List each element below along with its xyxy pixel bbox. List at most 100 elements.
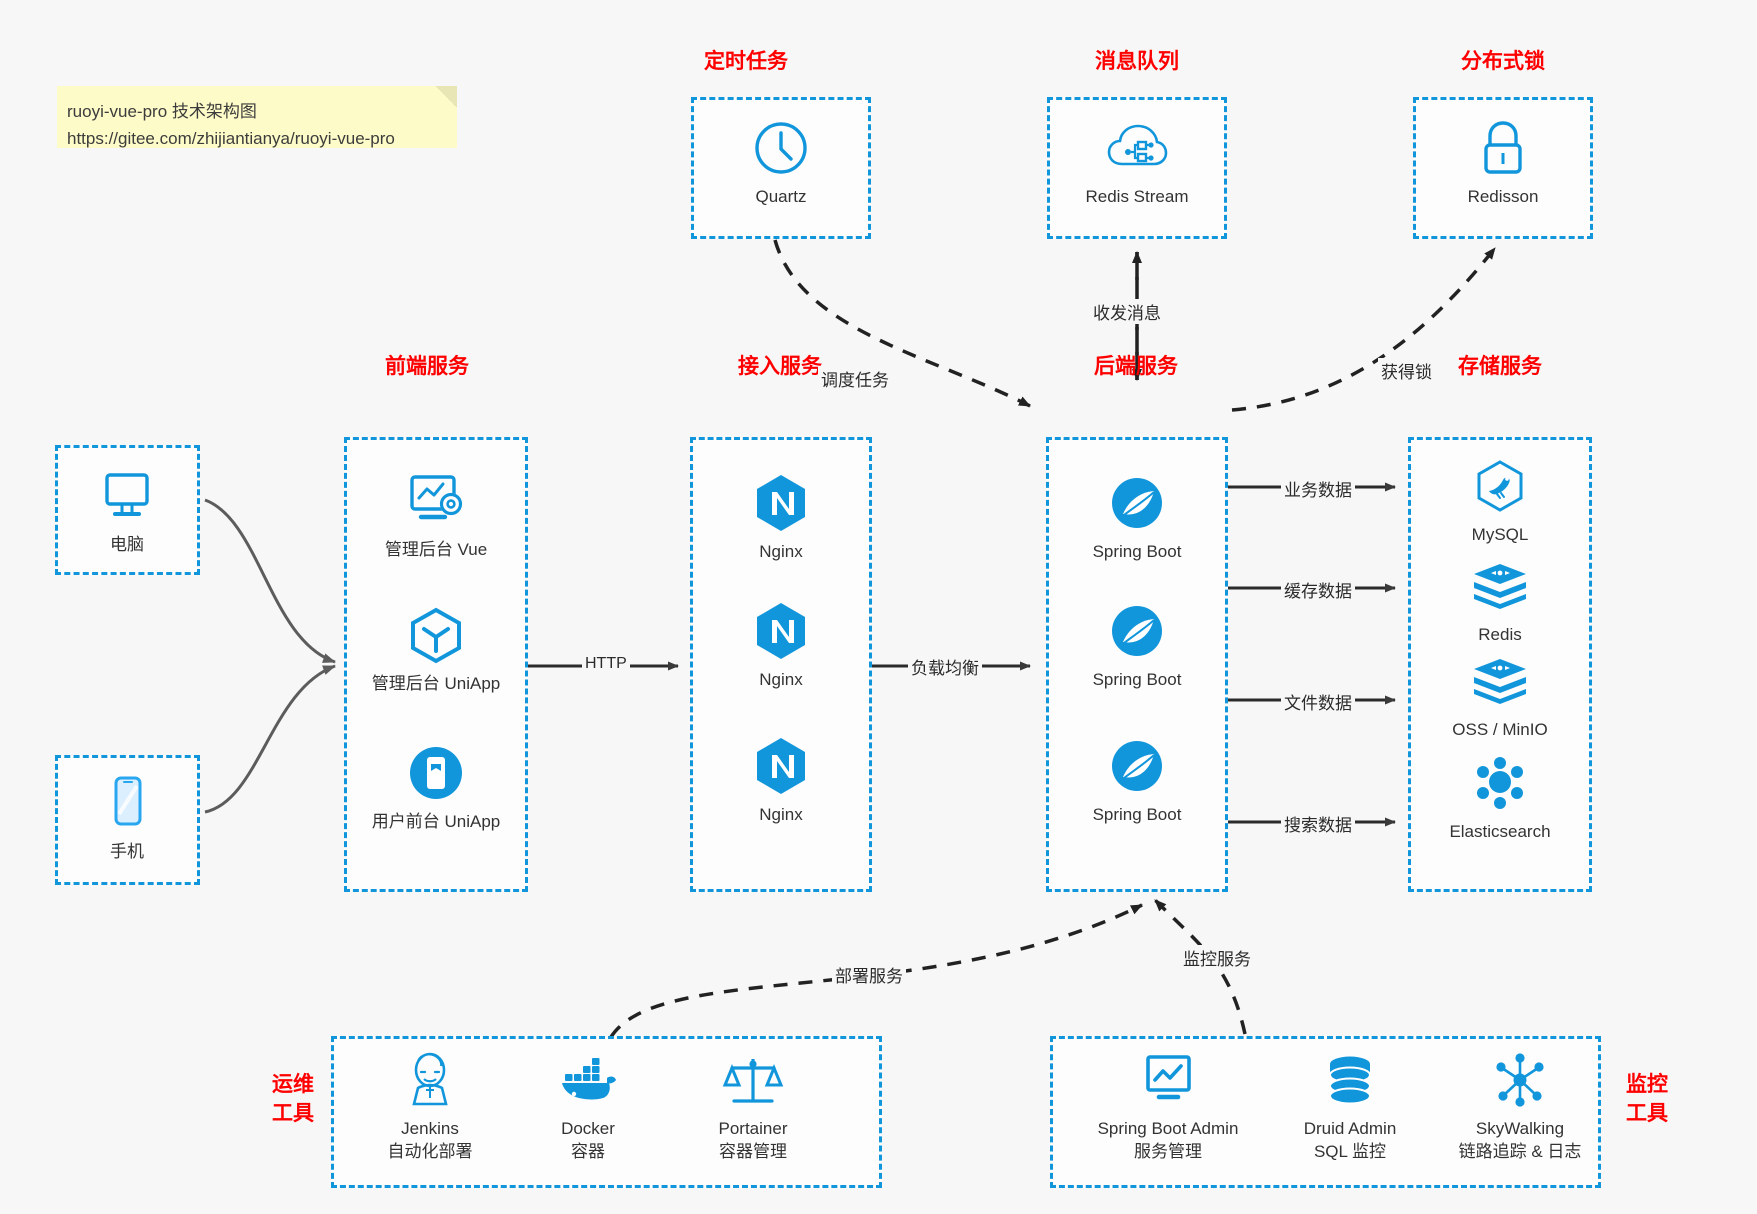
node-skywalking[interactable]: SkyWalking 链路追踪 & 日志 xyxy=(1430,1049,1610,1163)
node-label: Portainer xyxy=(718,1119,788,1138)
node-user-uniapp[interactable]: 用户前台 UniApp xyxy=(366,742,506,833)
group-title-devops-line2: 工具 xyxy=(272,1102,314,1125)
cloud-stream-icon xyxy=(1067,117,1207,179)
node-admin-vue[interactable]: 管理后台 Vue xyxy=(366,470,506,561)
note-url: https://gitee.com/zhijiantianya/ruoyi-vu… xyxy=(67,129,395,148)
note-fold-corner xyxy=(435,86,457,108)
nginx-icon xyxy=(711,735,851,797)
group-title-devops: 运维 工具 xyxy=(258,1070,328,1128)
node-computer[interactable]: 电脑 xyxy=(57,465,197,556)
node-sublabel: 容器 xyxy=(571,1142,605,1161)
node-label: OSS / MinIO xyxy=(1452,720,1548,739)
edge-label-search-data: 搜索数据 xyxy=(1281,811,1355,836)
dashboard-icon xyxy=(366,470,506,532)
edge-label-business-data: 业务数据 xyxy=(1281,476,1355,501)
node-quartz[interactable]: Quartz xyxy=(711,117,851,208)
mobile-app-icon xyxy=(366,742,506,804)
clock-icon xyxy=(711,117,851,179)
node-phone[interactable]: 手机 xyxy=(57,772,197,863)
node-spring-boot-3[interactable]: Spring Boot xyxy=(1067,735,1207,826)
node-label: Spring Boot xyxy=(1092,542,1182,561)
group-title-mq: 消息队列 xyxy=(1095,50,1179,73)
elasticsearch-icon xyxy=(1430,752,1570,814)
spring-boot-icon xyxy=(1067,735,1207,797)
node-label: Redis xyxy=(1478,625,1522,644)
node-label: 电脑 xyxy=(110,535,144,554)
node-label: Redis Stream xyxy=(1085,187,1189,206)
node-elasticsearch[interactable]: Elasticsearch xyxy=(1430,752,1570,843)
skywalking-icon xyxy=(1430,1049,1610,1111)
edge-label-acquire-lock: 获得锁 xyxy=(1378,358,1435,383)
phone-icon xyxy=(57,772,197,834)
group-title-scheduler: 定时任务 xyxy=(704,50,788,73)
node-spring-boot-2[interactable]: Spring Boot xyxy=(1067,600,1207,691)
edge-label-schedule-task: 调度任务 xyxy=(818,366,892,391)
node-redisson[interactable]: Redisson xyxy=(1433,117,1573,208)
node-docker[interactable]: Docker 容器 xyxy=(508,1049,668,1163)
group-title-monitor: 监控 工具 xyxy=(1612,1070,1682,1128)
edge-label-monitor-service: 监控服务 xyxy=(1180,945,1254,970)
node-label: Redisson xyxy=(1467,187,1539,206)
node-sublabel: SQL 监控 xyxy=(1313,1142,1387,1161)
node-label: Nginx xyxy=(759,670,803,689)
node-sublabel: 自动化部署 xyxy=(387,1142,473,1161)
dashboard-monitor-icon xyxy=(1068,1049,1268,1111)
node-portainer[interactable]: Portainer 容器管理 xyxy=(673,1049,833,1163)
node-label: Quartz xyxy=(755,187,807,206)
docker-icon xyxy=(508,1049,668,1111)
group-title-gateway: 接入服务 xyxy=(738,355,822,378)
node-nginx-3[interactable]: Nginx xyxy=(711,735,851,826)
group-box-mq xyxy=(1047,97,1227,239)
node-spring-boot-admin[interactable]: Spring Boot Admin 服务管理 xyxy=(1068,1049,1268,1163)
edge-label-cache-data: 缓存数据 xyxy=(1281,577,1355,602)
group-box-lock xyxy=(1413,97,1593,239)
node-label: SkyWalking xyxy=(1475,1119,1565,1138)
jenkins-icon xyxy=(350,1049,510,1111)
mysql-icon xyxy=(1430,455,1570,517)
nginx-icon xyxy=(711,600,851,662)
node-nginx-1[interactable]: Nginx xyxy=(711,472,851,563)
group-title-lock: 分布式锁 xyxy=(1461,50,1545,73)
node-druid-admin[interactable]: Druid Admin SQL 监控 xyxy=(1265,1049,1435,1163)
cube-icon xyxy=(366,604,506,666)
node-label: 用户前台 UniApp xyxy=(371,812,501,831)
node-admin-uniapp[interactable]: 管理后台 UniApp xyxy=(366,604,506,695)
monitor-icon xyxy=(57,465,197,527)
diagram-note: ruoyi-vue-pro 技术架构图 https://gitee.com/zh… xyxy=(57,86,457,148)
edge-label-http: HTTP xyxy=(582,655,630,673)
node-label: MySQL xyxy=(1471,525,1529,544)
node-redis[interactable]: Redis xyxy=(1430,555,1570,646)
node-label: Spring Boot xyxy=(1092,670,1182,689)
nginx-icon xyxy=(711,472,851,534)
node-label: Nginx xyxy=(759,542,803,561)
node-spring-boot-1[interactable]: Spring Boot xyxy=(1067,472,1207,563)
node-oss-minio[interactable]: OSS / MinIO xyxy=(1430,650,1570,741)
node-label: Spring Boot Admin xyxy=(1097,1119,1239,1138)
spring-boot-icon xyxy=(1067,472,1207,534)
node-mysql[interactable]: MySQL xyxy=(1430,455,1570,546)
node-label: Nginx xyxy=(759,805,803,824)
edge-label-deploy-service: 部署服务 xyxy=(832,962,906,987)
redis-icon xyxy=(1430,555,1570,617)
group-title-monitor-line1: 监控 xyxy=(1626,1073,1668,1096)
edge-label-send-receive-message: 收发消息 xyxy=(1090,299,1164,324)
node-label: Docker xyxy=(561,1119,615,1138)
node-nginx-2[interactable]: Nginx xyxy=(711,600,851,691)
group-box-scheduler xyxy=(691,97,871,239)
database-icon xyxy=(1265,1049,1435,1111)
group-title-storage: 存储服务 xyxy=(1458,355,1542,378)
oss-icon xyxy=(1430,650,1570,712)
group-title-frontend: 前端服务 xyxy=(385,355,469,378)
node-label: Druid Admin xyxy=(1303,1119,1397,1138)
edge-label-file-data: 文件数据 xyxy=(1281,689,1355,714)
node-sublabel: 容器管理 xyxy=(719,1142,787,1161)
group-box-devops xyxy=(331,1036,882,1188)
node-label: Jenkins xyxy=(401,1119,459,1138)
node-label: Elasticsearch xyxy=(1449,822,1551,841)
node-redis-stream[interactable]: Redis Stream xyxy=(1067,117,1207,208)
node-label: 手机 xyxy=(110,842,144,861)
note-title: ruoyi-vue-pro 技术架构图 xyxy=(67,102,257,121)
group-box-monitor xyxy=(1050,1036,1601,1188)
node-jenkins[interactable]: Jenkins 自动化部署 xyxy=(350,1049,510,1163)
node-sublabel: 服务管理 xyxy=(1134,1142,1202,1161)
